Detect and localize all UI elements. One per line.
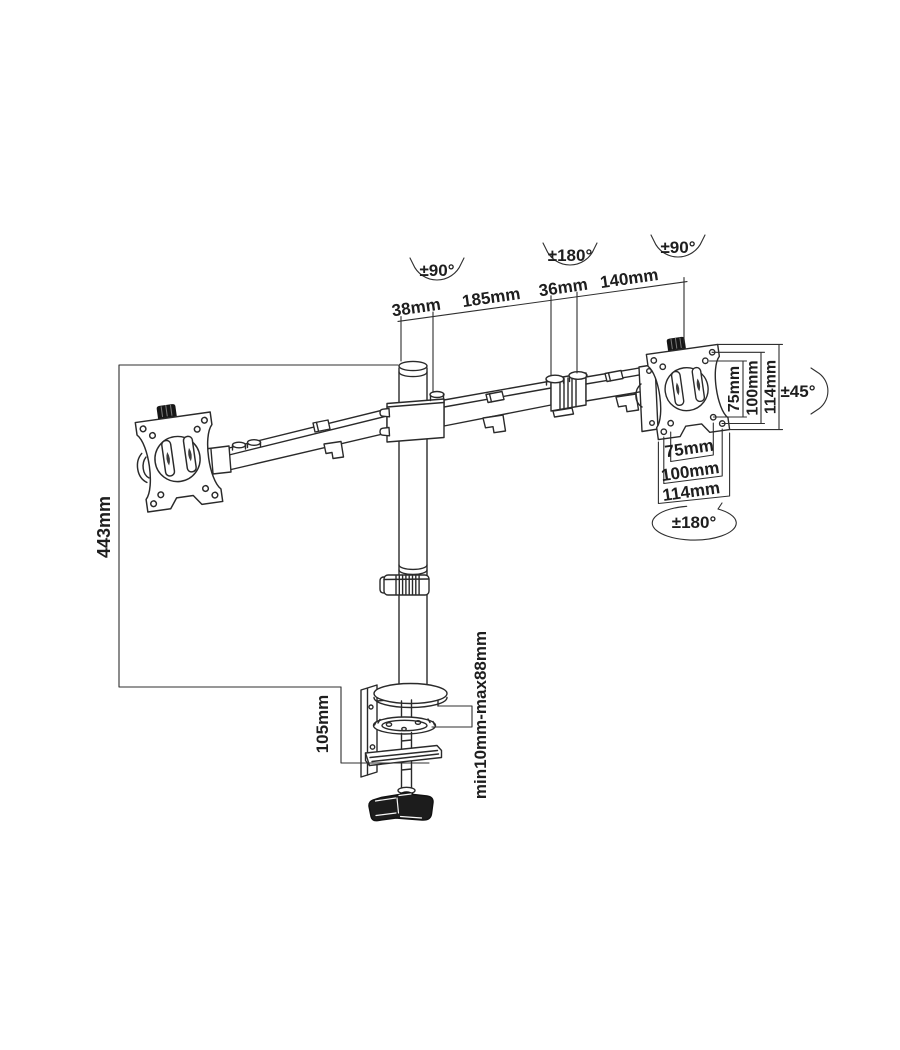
- arm-segment-4-dimension: 140mm: [599, 265, 660, 292]
- cable-clip: [312, 419, 331, 433]
- monitor-arm-assembly: [134, 336, 731, 822]
- clamp-height-label: 105mm: [313, 695, 332, 754]
- arm-segment-2-dimension: 185mm: [461, 284, 522, 311]
- right-vesa-plate: [645, 336, 731, 441]
- tilt-rotation-label: ±45°: [780, 382, 815, 401]
- vesa-vertical-75-label: 75mm: [726, 366, 743, 412]
- right-arm-outer: [585, 365, 652, 413]
- left-vesa-plate: [134, 404, 224, 513]
- cable-clip: [323, 440, 345, 460]
- tension-knob: [666, 336, 686, 351]
- clamp-disc: [372, 716, 437, 735]
- plate-rotation-label: ±180°: [672, 513, 717, 532]
- dimension-labels: 38mm 185mm 36mm 140mm ±90° ±180° ±90° ±4…: [94, 238, 816, 799]
- tension-knob: [156, 404, 177, 419]
- right-swivel-rotation-label: ±90°: [660, 238, 695, 257]
- right-vesa-hinge: [635, 363, 659, 433]
- desk-thickness-range-label: min10mm-max88mm: [471, 631, 490, 799]
- left-swivel-rotation-label: ±90°: [419, 261, 454, 280]
- vesa-horizontal-75-label: 75mm: [664, 436, 715, 462]
- pole-swivel-rotation-label: ±180°: [548, 246, 593, 265]
- arm-elbow-joint: [545, 371, 588, 418]
- cable-clip: [482, 414, 507, 434]
- vesa-vertical-100-label: 100mm: [745, 360, 762, 415]
- desk-clamp: [360, 682, 448, 822]
- left-arm: [201, 408, 388, 476]
- right-arm-inner: [443, 380, 552, 434]
- vesa-vertical-114-label: 114mm: [763, 360, 780, 414]
- pole-collar: [379, 390, 445, 443]
- pole-height-label: 443mm: [94, 496, 114, 558]
- dimension-lines: [118, 234, 829, 764]
- height-ring: [379, 574, 430, 596]
- cable-clip: [615, 393, 640, 413]
- clamp-base-plate: [373, 682, 448, 705]
